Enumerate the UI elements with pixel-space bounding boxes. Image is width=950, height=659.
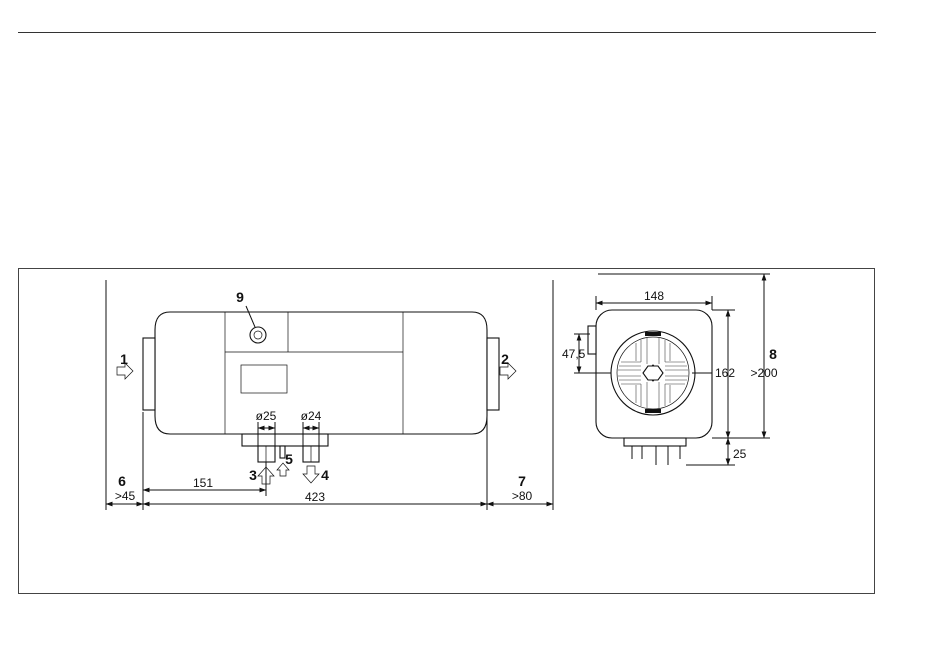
dim-text-162: 162 (715, 366, 735, 380)
bottom-connector-plate (624, 438, 686, 446)
dim-text-148: 148 (644, 289, 664, 303)
dim-text-25: 25 (733, 447, 747, 461)
label-5: 5 (285, 451, 293, 467)
exhaust-arrow (303, 466, 319, 483)
fan-grille (611, 331, 695, 415)
label-6: 6 (118, 473, 126, 489)
label-2: 2 (501, 351, 509, 367)
temperature-sensor (250, 327, 266, 343)
label-8: 8 (769, 346, 777, 362)
label-7: 7 (518, 473, 526, 489)
label-9: 9 (236, 289, 244, 305)
dim-text-47-5: 47,5 (562, 347, 586, 361)
dim-text-45: >45 (115, 489, 136, 503)
label-3: 3 (249, 467, 257, 483)
side-view: 9 1 2 ø25 ø24 3 5 4 151 423 6 >45 7 >80 (106, 280, 553, 510)
dim-text-200: >200 (750, 366, 777, 380)
combustion-air-pipe (258, 446, 275, 462)
connection-box (242, 434, 328, 446)
dim-text-dia25: ø25 (256, 409, 277, 423)
label-1: 1 (120, 351, 128, 367)
side-bracket (588, 326, 596, 354)
inlet-cap (143, 338, 155, 410)
dim-text-80: >80 (512, 489, 533, 503)
outlet-cap (487, 338, 499, 410)
label-4: 4 (321, 467, 329, 483)
dim-text-151: 151 (193, 476, 213, 490)
dim-text-dia24: ø24 (301, 409, 322, 423)
dim-text-423: 423 (305, 490, 325, 504)
end-view: 148 47,5 162 8 >200 25 (562, 274, 778, 465)
